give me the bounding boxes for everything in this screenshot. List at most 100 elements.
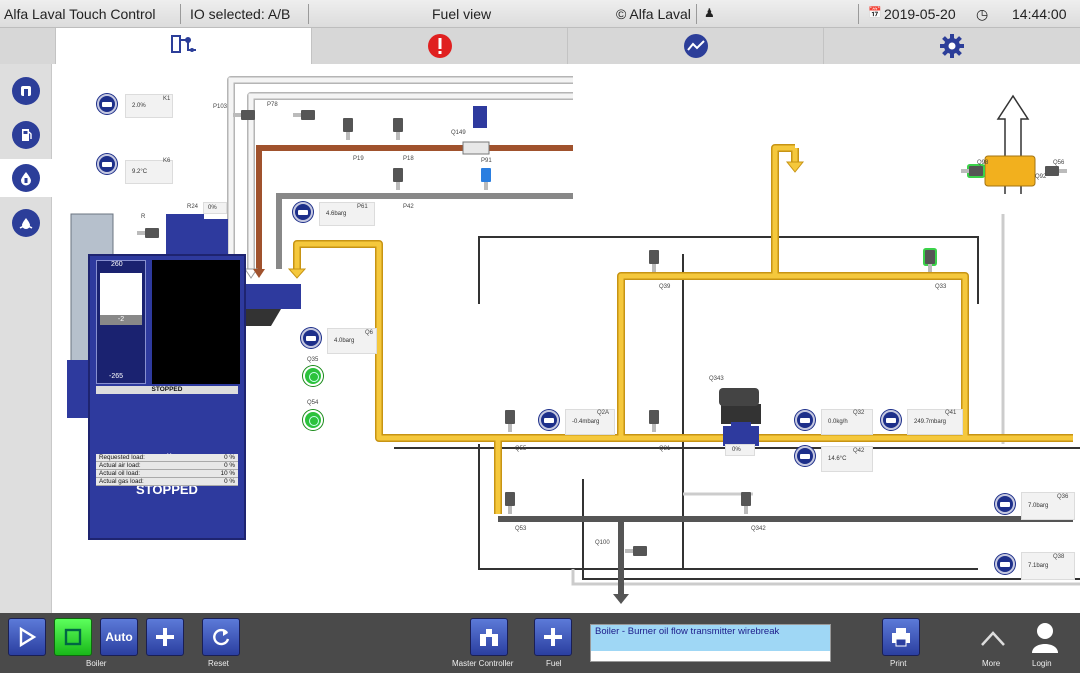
q38-readout: 7.1barg	[1021, 552, 1075, 580]
k6-tag: K6	[163, 158, 171, 164]
burner-sightglass	[152, 260, 240, 384]
more-button[interactable]	[978, 627, 1008, 651]
q149-tag: Q149	[451, 130, 466, 136]
q6-readout: 4.0barg	[327, 328, 377, 354]
q6-tag: Q6	[365, 330, 374, 336]
k6-transmitter-gauge[interactable]	[97, 154, 117, 174]
auto-mode-button[interactable]: Auto	[100, 618, 138, 656]
p42-tag: P42	[403, 204, 414, 210]
login-label: Login	[1032, 659, 1052, 668]
r-tag: R	[141, 214, 146, 220]
p91-tag: P91	[481, 158, 492, 164]
k1-transmitter-gauge[interactable]	[97, 94, 117, 114]
p18-tag: P18	[403, 156, 414, 162]
q38-value: 7.1barg	[1028, 563, 1049, 569]
q39-valve[interactable]	[649, 250, 659, 272]
tab-process[interactable]	[56, 28, 312, 64]
k1-tag: K1	[163, 96, 171, 102]
copyright-label: © Alfa Laval	[616, 6, 691, 22]
fuel-button[interactable]	[534, 618, 572, 656]
reset-icon	[213, 628, 230, 646]
q41-readout: 249.7mbarg	[907, 409, 963, 435]
manual-mode-button[interactable]	[146, 618, 184, 656]
q56-tag: Q56	[1053, 160, 1065, 166]
q98-valve[interactable]	[969, 166, 983, 176]
r24-tag: R24	[187, 204, 199, 210]
q6-value: 4.0barg	[334, 338, 355, 344]
load-value: 0 %	[224, 454, 235, 461]
stop-square-icon	[64, 628, 82, 646]
level-low-value: -265	[109, 373, 124, 380]
q41-tag: Q41	[945, 410, 957, 416]
user-icon[interactable]: ♟	[704, 6, 715, 20]
q55-valve[interactable]	[505, 410, 515, 432]
boiler-state-banner: STOPPED	[96, 386, 238, 394]
q33-valve[interactable]	[925, 250, 935, 272]
q54-tag: Q54	[307, 400, 319, 406]
k6-value: 9.2°C	[132, 169, 148, 175]
sidebar-item-fuel-pump[interactable]	[4, 116, 48, 154]
p103-valve[interactable]	[241, 110, 255, 120]
q35-tag: Q35	[307, 357, 319, 363]
q2a-transmitter-gauge[interactable]	[539, 410, 559, 430]
p61-transmitter-gauge[interactable]	[293, 202, 313, 222]
print-button[interactable]	[882, 618, 920, 656]
p19-valve[interactable]	[343, 118, 353, 140]
sidebar-item-fuel[interactable]	[0, 159, 52, 197]
settings-gear-icon	[940, 34, 964, 58]
more-label: More	[982, 659, 1001, 668]
q31-valve[interactable]	[649, 410, 659, 432]
load-label: Actual oil load:	[99, 470, 140, 477]
q100-valve[interactable]	[633, 546, 647, 556]
alarm-message-text: Boiler - Burner oil flow transmitter wir…	[591, 625, 830, 651]
r24-value: 0%	[208, 205, 217, 211]
q2a-readout: -0.4mbarg	[565, 409, 615, 435]
q6-transmitter-gauge[interactable]	[301, 328, 321, 348]
p78-tag: P78	[267, 102, 278, 108]
alarm-message-box[interactable]: Boiler - Burner oil flow transmitter wir…	[590, 624, 831, 662]
start-button[interactable]	[8, 618, 46, 656]
q35-switch-gauge[interactable]	[303, 366, 323, 386]
level-mid-bar: -2	[100, 315, 142, 325]
q2a-value: -0.4mbarg	[572, 419, 600, 425]
q342-valve[interactable]	[741, 492, 751, 514]
reset-button[interactable]	[202, 618, 240, 656]
tab-settings[interactable]	[824, 28, 1080, 64]
q42-transmitter-gauge[interactable]	[795, 446, 815, 466]
tab-alarms[interactable]	[312, 28, 568, 64]
q38-transmitter-gauge[interactable]	[995, 554, 1015, 574]
p42-valve[interactable]	[393, 168, 403, 190]
water-drop-icon	[12, 209, 40, 237]
sidebar-item-boiler[interactable]	[4, 72, 48, 110]
login-button[interactable]	[1030, 621, 1060, 655]
q36-tag: Q36	[1057, 494, 1069, 500]
p91-valve[interactable]	[481, 168, 491, 190]
q41-transmitter-gauge[interactable]	[881, 410, 901, 430]
q41-value: 249.7mbarg	[914, 419, 947, 425]
user-login-icon	[1032, 623, 1058, 653]
stop-button[interactable]	[54, 618, 92, 656]
table-row: Actual gas load:0 %	[96, 478, 238, 486]
level-high-value: 260	[111, 261, 123, 268]
q55-tag: Q55	[515, 446, 527, 452]
master-controller-button[interactable]	[470, 618, 508, 656]
q31-tag: Q31	[659, 446, 671, 452]
tab-trends[interactable]	[568, 28, 824, 64]
fuel-control-icon	[544, 628, 562, 646]
reset-label: Reset	[208, 659, 229, 668]
boiler-faceplate[interactable]: 260 -2 -265 STOPPED Boiler STOPPED	[88, 254, 246, 540]
q54-switch-gauge[interactable]	[303, 410, 323, 430]
sidebar-item-water[interactable]	[4, 204, 48, 242]
master-controller-label: Master Controller	[452, 659, 514, 668]
q53-valve[interactable]	[505, 492, 515, 514]
load-value: 0 %	[224, 478, 235, 485]
q56-valve[interactable]	[1045, 166, 1059, 176]
p78-valve[interactable]	[301, 110, 315, 120]
date-label: 2019-05-20	[884, 6, 956, 22]
p18-valve[interactable]	[393, 118, 403, 140]
r-actuator-valve[interactable]	[145, 228, 159, 238]
q36-transmitter-gauge[interactable]	[995, 494, 1015, 514]
q32-transmitter-gauge[interactable]	[795, 410, 815, 430]
water-level-fill	[100, 273, 142, 315]
q343-control-valve-actuator[interactable]	[719, 388, 759, 406]
